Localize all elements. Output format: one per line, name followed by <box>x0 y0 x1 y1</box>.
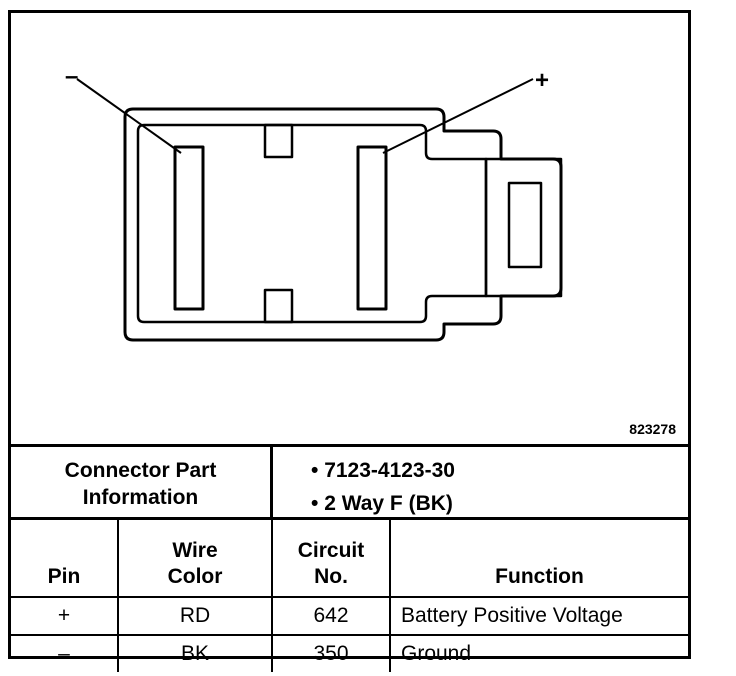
housing-inner-outline <box>136 123 488 324</box>
key-top <box>263 123 294 159</box>
latch-window <box>507 181 543 269</box>
terminal-negative <box>173 145 205 311</box>
cell-pin: + <box>11 596 119 636</box>
part-number: 7123-4123-30 <box>311 454 455 487</box>
housing-outline <box>123 107 563 342</box>
header-wire-color-line2: Color <box>167 565 223 588</box>
cell-wire-color: BK <box>117 634 273 672</box>
negative-label: – <box>65 63 78 90</box>
pin-table-header: Pin Wire Color Circuit No. Function <box>11 517 688 598</box>
header-wire-color-line1: Wire <box>172 539 218 562</box>
leader-negative <box>76 78 182 154</box>
cell-function: Battery Positive Voltage <box>389 596 688 636</box>
connector-part-label-line2: Information <box>82 485 199 509</box>
connector-part-bullets: 7123-4123-30 2 Way F (BK) <box>311 454 455 520</box>
figure-id: 823278 <box>629 421 676 437</box>
connector-part-information: Connector Part Information 7123-4123-30 … <box>11 444 688 520</box>
header-circuit-line1: Circuit <box>297 539 365 562</box>
cell-circuit: 350 <box>271 634 391 672</box>
connector-type: 2 Way F (BK) <box>311 487 455 520</box>
header-function: Function <box>389 517 688 598</box>
connector-part-label: Connector Part Information <box>11 447 273 520</box>
key-bottom <box>263 288 294 324</box>
connector-card: – + 823278 Connector Part Information 71… <box>8 10 691 672</box>
connector-diagram: – + <box>11 13 688 444</box>
terminal-positive <box>356 145 388 311</box>
cell-wire-color: RD <box>117 596 273 636</box>
table-row: – BK 350 Ground <box>11 634 688 672</box>
pin-table: Pin Wire Color Circuit No. Function + RD… <box>11 517 688 672</box>
header-wire-color: Wire Color <box>117 517 273 598</box>
positive-label: + <box>535 67 549 94</box>
header-circuit-line2: No. <box>314 565 348 588</box>
latch-tab <box>484 157 563 298</box>
table-row: + RD 642 Battery Positive Voltage <box>11 596 688 636</box>
cell-circuit: 642 <box>271 596 391 636</box>
connector-part-label-line1: Connector Part <box>64 458 217 482</box>
header-circuit: Circuit No. <box>271 517 391 598</box>
connector-drawing: – + <box>65 63 563 342</box>
leader-positive <box>382 78 534 154</box>
cell-function: Ground <box>389 634 688 672</box>
cell-pin: – <box>11 634 119 672</box>
header-pin: Pin <box>11 517 119 598</box>
